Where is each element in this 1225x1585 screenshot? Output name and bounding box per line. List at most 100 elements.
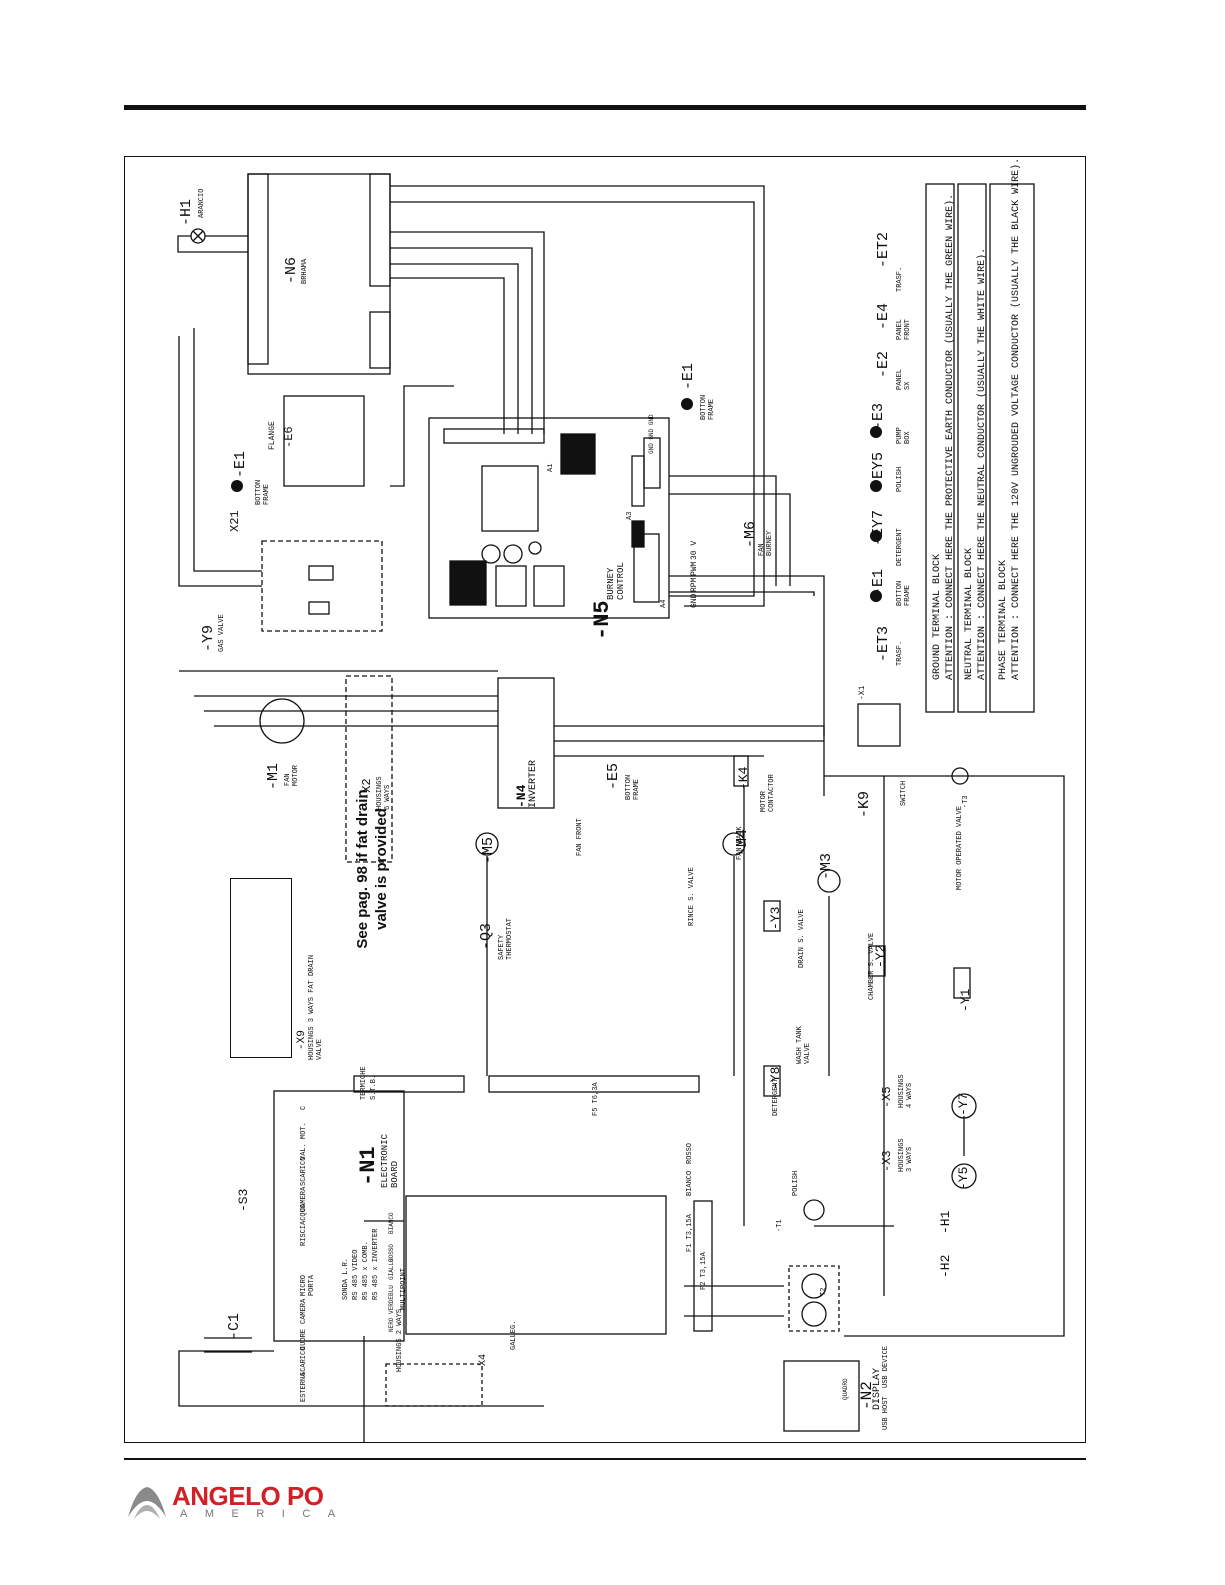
- usb-host: USB HOST: [882, 1396, 890, 1430]
- neutral-terminal-text: ATTENTION : CONNECT HERE THE NEUTRAL CON…: [977, 247, 988, 680]
- fuse-f2: F2 T3,15A: [700, 1252, 708, 1290]
- mp-blu: BLU: [388, 1285, 395, 1296]
- ey5-desc: POLISH: [896, 466, 904, 492]
- e1-right-desc: BOTTON FRAME: [896, 580, 912, 606]
- x9-tag: -X9: [296, 1030, 308, 1050]
- comm-comb: RS 485 x COMB.: [362, 1241, 370, 1300]
- logo-mark-icon: [128, 1487, 166, 1519]
- x2-tag: -X2: [360, 778, 374, 800]
- n4-tag: -N4: [514, 784, 529, 808]
- mp-bianco: BIANCO: [388, 1212, 395, 1234]
- q3-tag: -Q3: [478, 922, 495, 950]
- n5-pwm: PWM: [690, 561, 699, 576]
- comm-sonda: SONDA L.R.: [342, 1257, 350, 1300]
- logo-name: ANGELO PO: [172, 1481, 324, 1511]
- phase-terminal-text: ATTENTION : CONNECT HERE THE 120V UNGROU…: [1011, 157, 1022, 680]
- e1-mid-tag: -E1: [680, 362, 697, 390]
- x2-desc: HOUSINGS 6 WAYS: [376, 776, 392, 810]
- n6-module: [247, 173, 391, 375]
- x5-desc: HOUSINGS 4 WAYS: [898, 1074, 914, 1108]
- y5-tag: -Y5: [956, 1166, 971, 1190]
- h1-tag: -H1: [178, 198, 195, 226]
- k4-desc: MOTOR CONTACTOR: [760, 774, 776, 812]
- m1-motor: [259, 698, 305, 744]
- phase-terminal-note: PHASE TERMINAL BLOCK ATTENTION : CONNECT…: [997, 158, 1023, 680]
- ey7-tag: -EY7: [870, 509, 887, 546]
- logo-sub: AMERICA: [180, 1508, 353, 1520]
- termiche-label: TERMICHE: [360, 1066, 368, 1100]
- e6-desc: FLANGE: [268, 421, 277, 450]
- fuse-f5: F5 T6,3A: [592, 1082, 600, 1116]
- ey5-tag: -EY5: [870, 451, 887, 488]
- wiring-diagram: [177, 173, 1065, 1443]
- fuse-f1: F1 T3,15A: [686, 1214, 694, 1252]
- n1-desc: ELECTRONIC BOARD: [380, 1133, 400, 1188]
- ground-terminal-note: GROUND TERMINAL BLOCK ATTENTION : CONNEC…: [931, 194, 957, 680]
- e4-tag: -E4: [875, 302, 892, 330]
- input-val-mot: VAL. MOT.: [300, 1122, 308, 1160]
- n5-a4: A4: [660, 599, 668, 608]
- probe-esterna: ESTERNA: [300, 1372, 308, 1402]
- q3-desc: SAFETY THERMOSTAT: [498, 917, 514, 960]
- input-c: C: [300, 1105, 308, 1110]
- et2-tag: -ET2: [875, 231, 892, 268]
- wire-polish: POLISH: [792, 1170, 800, 1196]
- neutral-note-box: [957, 183, 987, 713]
- y9-tag: -Y9: [200, 624, 217, 652]
- x5-tag: -X5: [880, 1086, 894, 1108]
- wire-rosso: ROSSO: [686, 1142, 694, 1164]
- n1-main: [405, 1195, 667, 1335]
- header-rule: [124, 105, 1086, 110]
- y9-dashed: [261, 540, 383, 632]
- footer-rule: [124, 1458, 1086, 1460]
- m1-desc: FAN MOTOR: [284, 764, 300, 786]
- x1-tag: -X1: [858, 685, 867, 700]
- diagram-frame: [124, 156, 1086, 1443]
- n5-tag: -N5: [590, 600, 615, 640]
- y3-tag: -Y3: [768, 906, 783, 930]
- n5-a1: A1: [547, 463, 555, 472]
- y8-desc: WASH TANK VALVE: [796, 1026, 812, 1064]
- m6-tag: -M6: [742, 520, 759, 548]
- stb-label: S.T.B.: [370, 1074, 378, 1100]
- galleg-label: GALLEG.: [510, 1320, 518, 1350]
- k9-desc: SWITCH: [900, 780, 908, 806]
- h1-desc: ARANCIO: [198, 188, 206, 218]
- input-scarico: SCARICO: [300, 1156, 308, 1186]
- ground-terminal-title: GROUND TERMINAL BLOCK: [932, 553, 943, 680]
- et3-desc: TRASF.: [896, 640, 904, 666]
- ey7-desc: DETERGENT: [896, 528, 904, 566]
- n1-tag: -N1: [356, 1146, 381, 1186]
- x4-tag: -X4: [478, 1353, 489, 1372]
- n5-a3: A3: [626, 511, 634, 520]
- x3-tag: -X3: [880, 1150, 894, 1172]
- angelo-po-logo: ANGELO PO AMERICA: [126, 1481, 346, 1523]
- phase-terminal-title: PHASE TERMINAL BLOCK: [998, 559, 1009, 680]
- usb-quadro: QUADRO: [842, 1378, 849, 1400]
- e4-desc: PANEL FRONT: [896, 318, 912, 340]
- e3-tag: -E3: [870, 402, 887, 430]
- fat-drain-note: See pag. 98 if fat drain valve is provid…: [230, 789, 390, 1058]
- comm-video: RS 485 VIDEO: [352, 1249, 360, 1300]
- c1-tag: -C1: [226, 1312, 243, 1340]
- n6-tag: -N6: [283, 256, 300, 284]
- k9-tag: -K9: [856, 790, 873, 818]
- x4-desc: HOUSINGS 2 WAYS: [396, 1308, 404, 1372]
- y9-desc: GAS VALVE: [218, 614, 226, 652]
- ground-terminal-text: ATTENTION : CONNECT HERE THE PROTECTIVE …: [945, 193, 956, 680]
- et2-desc: TRASF.: [896, 266, 904, 292]
- n4-board: [497, 677, 555, 809]
- n5-gnd-row: GND GND GND: [648, 414, 655, 454]
- x9-desc: HOUSINGS 3 WAYS FAT DRAIN VALVE: [308, 954, 324, 1060]
- flange: [283, 395, 365, 487]
- comm-inverter: RS 485 x INVERTER: [372, 1228, 380, 1300]
- wire-bianco: BIANCO: [686, 1170, 694, 1196]
- e5-tag: -E5: [605, 762, 622, 790]
- h1b-tag: -H1: [938, 1210, 953, 1234]
- n1-left: [273, 1090, 405, 1342]
- y2-desc: DRAIN S. VALVE: [798, 909, 806, 968]
- et3-tag: -ET3: [875, 625, 892, 662]
- m5-tag: -M5: [480, 836, 497, 864]
- usb-device: USB DEVICE: [882, 1345, 890, 1388]
- k4-tag: -K4: [736, 766, 751, 790]
